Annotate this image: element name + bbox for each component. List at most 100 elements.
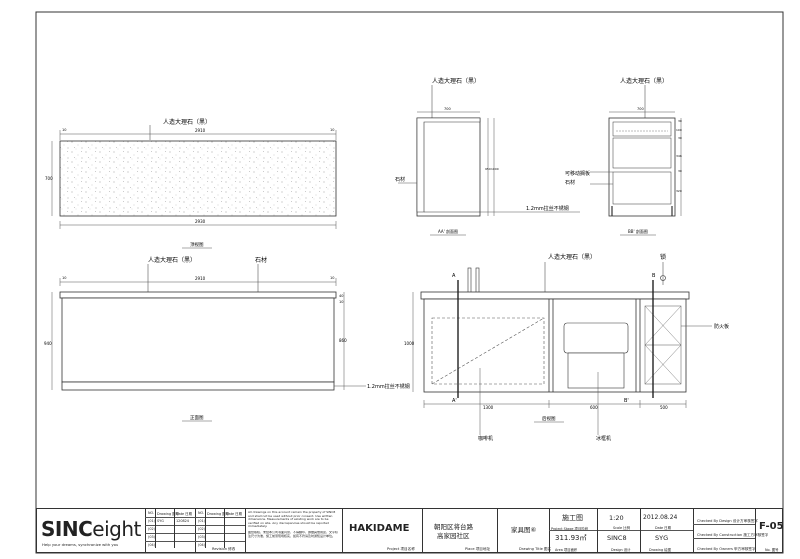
front-view-kick <box>61 381 335 391</box>
rev2-row1-no: (01) <box>198 519 205 523</box>
elevation-dim-bottom-2: 600 <box>590 405 598 410</box>
rev-row1-date: 120824 <box>176 519 189 523</box>
top-view-dim-top: 2910 <box>195 128 206 133</box>
elevation-dim-left: 1000 <box>404 341 415 346</box>
design-value: SINC8 <box>607 534 627 542</box>
section-bb-shelf-label: 可移动搁板 <box>565 170 590 177</box>
section-bb-dim-1: 30 <box>678 119 682 123</box>
design-label: Design 设计 <box>611 548 631 552</box>
date-value: 2012.08.24 <box>643 514 678 521</box>
section-bb-dim-3: 30 <box>678 136 682 140</box>
elevation-coffee-label: 咖啡机 <box>478 435 493 442</box>
front-view-body <box>61 297 335 383</box>
section-aa-dim-top: 700 <box>444 107 451 111</box>
check-owners: Checked By Owners 甲方审核签字 <box>697 547 756 551</box>
sheet-number: F-05 <box>759 521 784 532</box>
elevation-body <box>423 298 687 393</box>
rev2-header-drawing: Drawing 图号 <box>207 512 229 516</box>
project-name: HAKIDAME <box>349 523 410 534</box>
rev-row4-no: (04) <box>148 543 155 547</box>
section-bb: 人造大理石（黑） 700 30 100 30 346 30 320 可移动搁板 … <box>565 77 682 236</box>
project-stage-label: Project Stage 项目阶段 <box>551 527 589 531</box>
rev-row1-drawing: SYG <box>157 519 164 523</box>
section-bb-dim-top: 700 <box>637 107 644 111</box>
front-view-caption: 正面图 <box>190 415 204 421</box>
top-view-caption: 顶视图 <box>190 241 204 248</box>
rev-header-drawing: Drawing 图号 <box>157 512 179 516</box>
front-view: 人造大理石（黑） 石材 2910 10 10 940 40 10 860 1.2… <box>44 256 410 422</box>
check-construction: Checked By Construction 施工方审核签字 <box>697 533 769 537</box>
section-aa: 人造大理石（黑） 700 1000 950 石材 1.2mm拉丝不锈钢 AA' … <box>395 77 580 236</box>
sheet-number-label: No. 图号 <box>765 548 779 552</box>
front-view-dim-left: 940 <box>44 341 52 346</box>
front-view-dim-top: 2910 <box>195 276 206 281</box>
check-design: Checked By Design 设计方审核签字 <box>697 519 759 523</box>
top-view-tick-right: 10 <box>330 128 334 132</box>
notes-cn: 图纸版权，未经本公司书面同意，不得翻印，挪做其他用途，文字标注尺寸为准，施工前须… <box>248 531 339 538</box>
elevation-ice-label: 冰框机 <box>596 435 611 442</box>
drawing-title-label: Drawing Title 图名 <box>519 547 552 551</box>
date-label: Date 日期 <box>655 526 671 530</box>
elevation-dim-bottom-3: 500 <box>660 405 668 410</box>
drawing-label: Drawing 绘图 <box>649 548 671 552</box>
front-view-dim-right-small: 40 <box>339 294 343 298</box>
logo: SINCeight <box>41 517 141 541</box>
rev2-header-no: NO. <box>198 511 205 515</box>
rev2-header-date: Date 日期 <box>226 512 242 516</box>
section-aa-steel-label: 1.2mm拉丝不锈钢 <box>526 205 569 212</box>
elevation-counter-top <box>420 291 690 300</box>
front-view-top-slab <box>59 291 337 299</box>
elevation-lock-label: 锁 <box>660 253 666 261</box>
section-bb-dim-6: 320 <box>676 189 682 193</box>
front-view-tick-left: 10 <box>62 276 66 280</box>
section-bb-dim-4: 346 <box>676 154 682 158</box>
section-bb-material-label: 人造大理石（黑） <box>620 77 668 85</box>
section-bb-dim-2: 100 <box>676 128 682 132</box>
scale-label: Scale 比例 <box>613 526 630 530</box>
drawing-title: 家具图⑥ <box>511 526 537 534</box>
project-area: 311.93㎡ <box>555 534 587 542</box>
title-block: SINCeight Help your dreams, synchronize … <box>36 508 784 553</box>
elevation-marker-a2: A' <box>452 398 457 404</box>
front-view-tick-right: 10 <box>330 276 334 280</box>
elevation-caption: 后视图 <box>542 415 556 422</box>
scale-value: 1:20 <box>609 514 624 522</box>
top-view-slab <box>59 140 337 217</box>
section-aa-material-label: 人造大理石（黑） <box>432 77 480 85</box>
section-bb-stone-label: 石材 <box>565 179 575 186</box>
top-view: 人造大理石（黑） 2910 10 10 700 2930 顶视图 <box>45 118 337 249</box>
elevation-marker-a: A <box>452 273 456 279</box>
elevation-marker-b2: B' <box>624 398 629 404</box>
elevation-fire-label: 防火板 <box>714 323 729 330</box>
rear-elevation: 人造大理石（黑） 锁 A B 防火板 A <box>404 253 729 442</box>
rev2-row4-no: (04) <box>198 543 205 547</box>
logo-light: eight <box>92 517 141 541</box>
front-view-material-label: 人造大理石（黑） <box>148 256 196 264</box>
place-label: Place 项目地址 <box>465 547 491 551</box>
elevation-lock-symbol <box>660 275 666 281</box>
place-line2: 高家园社区 <box>437 532 470 540</box>
rev-row3-no: (03) <box>148 535 155 539</box>
section-aa-cabinet <box>416 117 481 217</box>
project-area-label: Area 项目面积 <box>555 548 578 552</box>
revision-label: Revision 修改 <box>212 547 236 551</box>
drawing-value: SYG <box>655 534 669 542</box>
elevation-ice-box <box>563 322 629 354</box>
rev2-row2-no: (02) <box>198 527 205 531</box>
project-stage: 施工图 <box>562 514 583 522</box>
sheet-border <box>35 11 784 554</box>
project-label: Project 项目名称 <box>387 547 415 551</box>
section-aa-stone-label: 石材 <box>395 176 405 183</box>
top-view-tick-left: 10 <box>62 128 66 132</box>
top-view-dim-bottom: 2930 <box>195 219 206 224</box>
section-bb-dim-5: 30 <box>678 169 682 173</box>
section-aa-caption: AA' 剖面图 <box>438 228 458 234</box>
front-view-dim-right-small2: 10 <box>339 300 343 304</box>
rev-header-no: NO. <box>148 511 155 515</box>
top-view-material-label: 人造大理石（黑） <box>163 118 211 126</box>
front-view-dim-right: 860 <box>339 338 347 343</box>
rev-header-date: Date 日期 <box>176 512 192 516</box>
top-view-dim-left: 700 <box>45 176 53 181</box>
elevation-material-label: 人造大理石（黑） <box>548 253 596 261</box>
section-bb-caption: BB' 剖面图 <box>628 228 648 234</box>
